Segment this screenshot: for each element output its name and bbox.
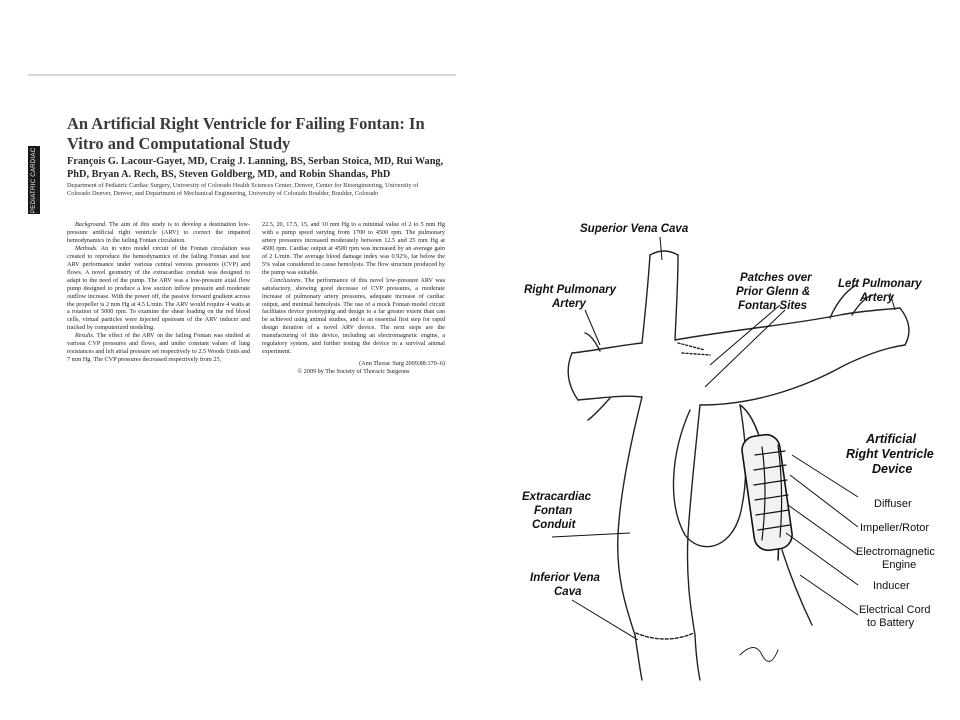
article-authors: François G. Lacour-Gayet, MD, Craig J. L…: [67, 156, 447, 181]
electrical-cord: [782, 550, 812, 625]
label-right-pulmonary-artery-line2: Artery: [551, 298, 586, 310]
artist-signature: [740, 648, 778, 662]
citation: (Ann Thorac Surg 2009;88:170–6): [262, 360, 445, 368]
top-rule: [28, 74, 456, 76]
background-label: Background.: [75, 221, 107, 228]
section-tab: PEDIATRIC CARDIAC: [28, 146, 40, 214]
abstract-left-column: Background. The aim of this study is to …: [67, 221, 250, 364]
pump-housing: [740, 433, 794, 552]
label-patches-line3: Fontan Sites: [738, 300, 807, 312]
label-superior-vena-cava: Superior Vena Cava: [580, 223, 689, 235]
conclusions-text: The performance of this novel low-pressu…: [262, 277, 445, 356]
label-device-line1: Artificial: [865, 432, 917, 446]
label-electromagnetic: Electromagnetic: [856, 546, 935, 558]
conclusions-label: Conclusions.: [270, 277, 302, 284]
label-left-pulmonary-artery-line2: Artery: [859, 292, 894, 304]
label-patches-line1: Patches over: [740, 272, 812, 284]
fontan-device-diagram: Superior Vena Cava Right Pulmonary Arter…: [500, 215, 960, 685]
label-inducer: Inducer: [873, 580, 910, 592]
leader-lines: [552, 237, 895, 640]
label-inferior-vena-cava-line1: Inferior Vena: [530, 572, 600, 584]
copyright: © 2009 by The Society of Thoracic Surgeo…: [262, 368, 445, 376]
article-title: An Artificial Right Ventricle for Failin…: [67, 114, 447, 154]
abstract-right-column: 22.5, 20, 17.5, 15, and 10 mm Hg to a mi…: [262, 221, 445, 376]
pulmonary-artery-shape: [572, 308, 905, 405]
label-device-line3: Device: [872, 462, 912, 476]
label-patches-line2: Prior Glenn &: [736, 286, 810, 298]
results-text: The effect of the ARV on the failing Fon…: [67, 332, 250, 363]
abstract-methods: Methods. An in vitro model circuit of th…: [67, 245, 250, 332]
rpa-opening: [568, 353, 578, 400]
ivc-anastomosis: [636, 633, 694, 639]
methods-text: An in vitro model circuit of the Fontan …: [67, 245, 250, 332]
label-to-battery: to Battery: [867, 617, 915, 629]
label-right-pulmonary-artery-line1: Right Pulmonary: [524, 284, 617, 296]
label-conduit-line1: Extracardiac: [522, 491, 592, 503]
label-engine: Engine: [882, 559, 916, 571]
abstract-conclusions: Conclusions. The performance of this nov…: [262, 277, 445, 357]
patch-marks: [678, 343, 710, 355]
abstract-background: Background. The aim of this study is to …: [67, 221, 250, 245]
label-electrical-cord: Electrical Cord: [859, 604, 931, 616]
lpa-opening: [900, 308, 909, 345]
methods-label: Methods.: [75, 245, 98, 252]
label-conduit-line2: Fontan: [534, 505, 572, 517]
abstract-results: Results. The effect of the ARV on the fa…: [67, 332, 250, 364]
article-affiliation: Department of Pediatric Cardiac Surgery,…: [67, 182, 442, 197]
results-label: Results.: [75, 332, 94, 339]
label-left-pulmonary-artery-line1: Left Pulmonary: [838, 278, 922, 290]
svc-opening: [650, 251, 678, 255]
rpa-branch: [585, 333, 610, 420]
label-conduit-line3: Conduit: [532, 519, 577, 531]
label-diffuser: Diffuser: [874, 498, 912, 510]
label-impeller-rotor: Impeller/Rotor: [860, 522, 929, 534]
abstract-results-continued: 22.5, 20, 17.5, 15, and 10 mm Hg to a mi…: [262, 221, 445, 277]
extracardiac-conduit-shape: [618, 397, 700, 635]
superior-vena-cava-shape: [642, 255, 678, 343]
label-device-line2: Right Ventricle: [846, 447, 934, 461]
heart-outline: [674, 405, 746, 547]
label-inferior-vena-cava-line2: Cava: [554, 586, 582, 598]
